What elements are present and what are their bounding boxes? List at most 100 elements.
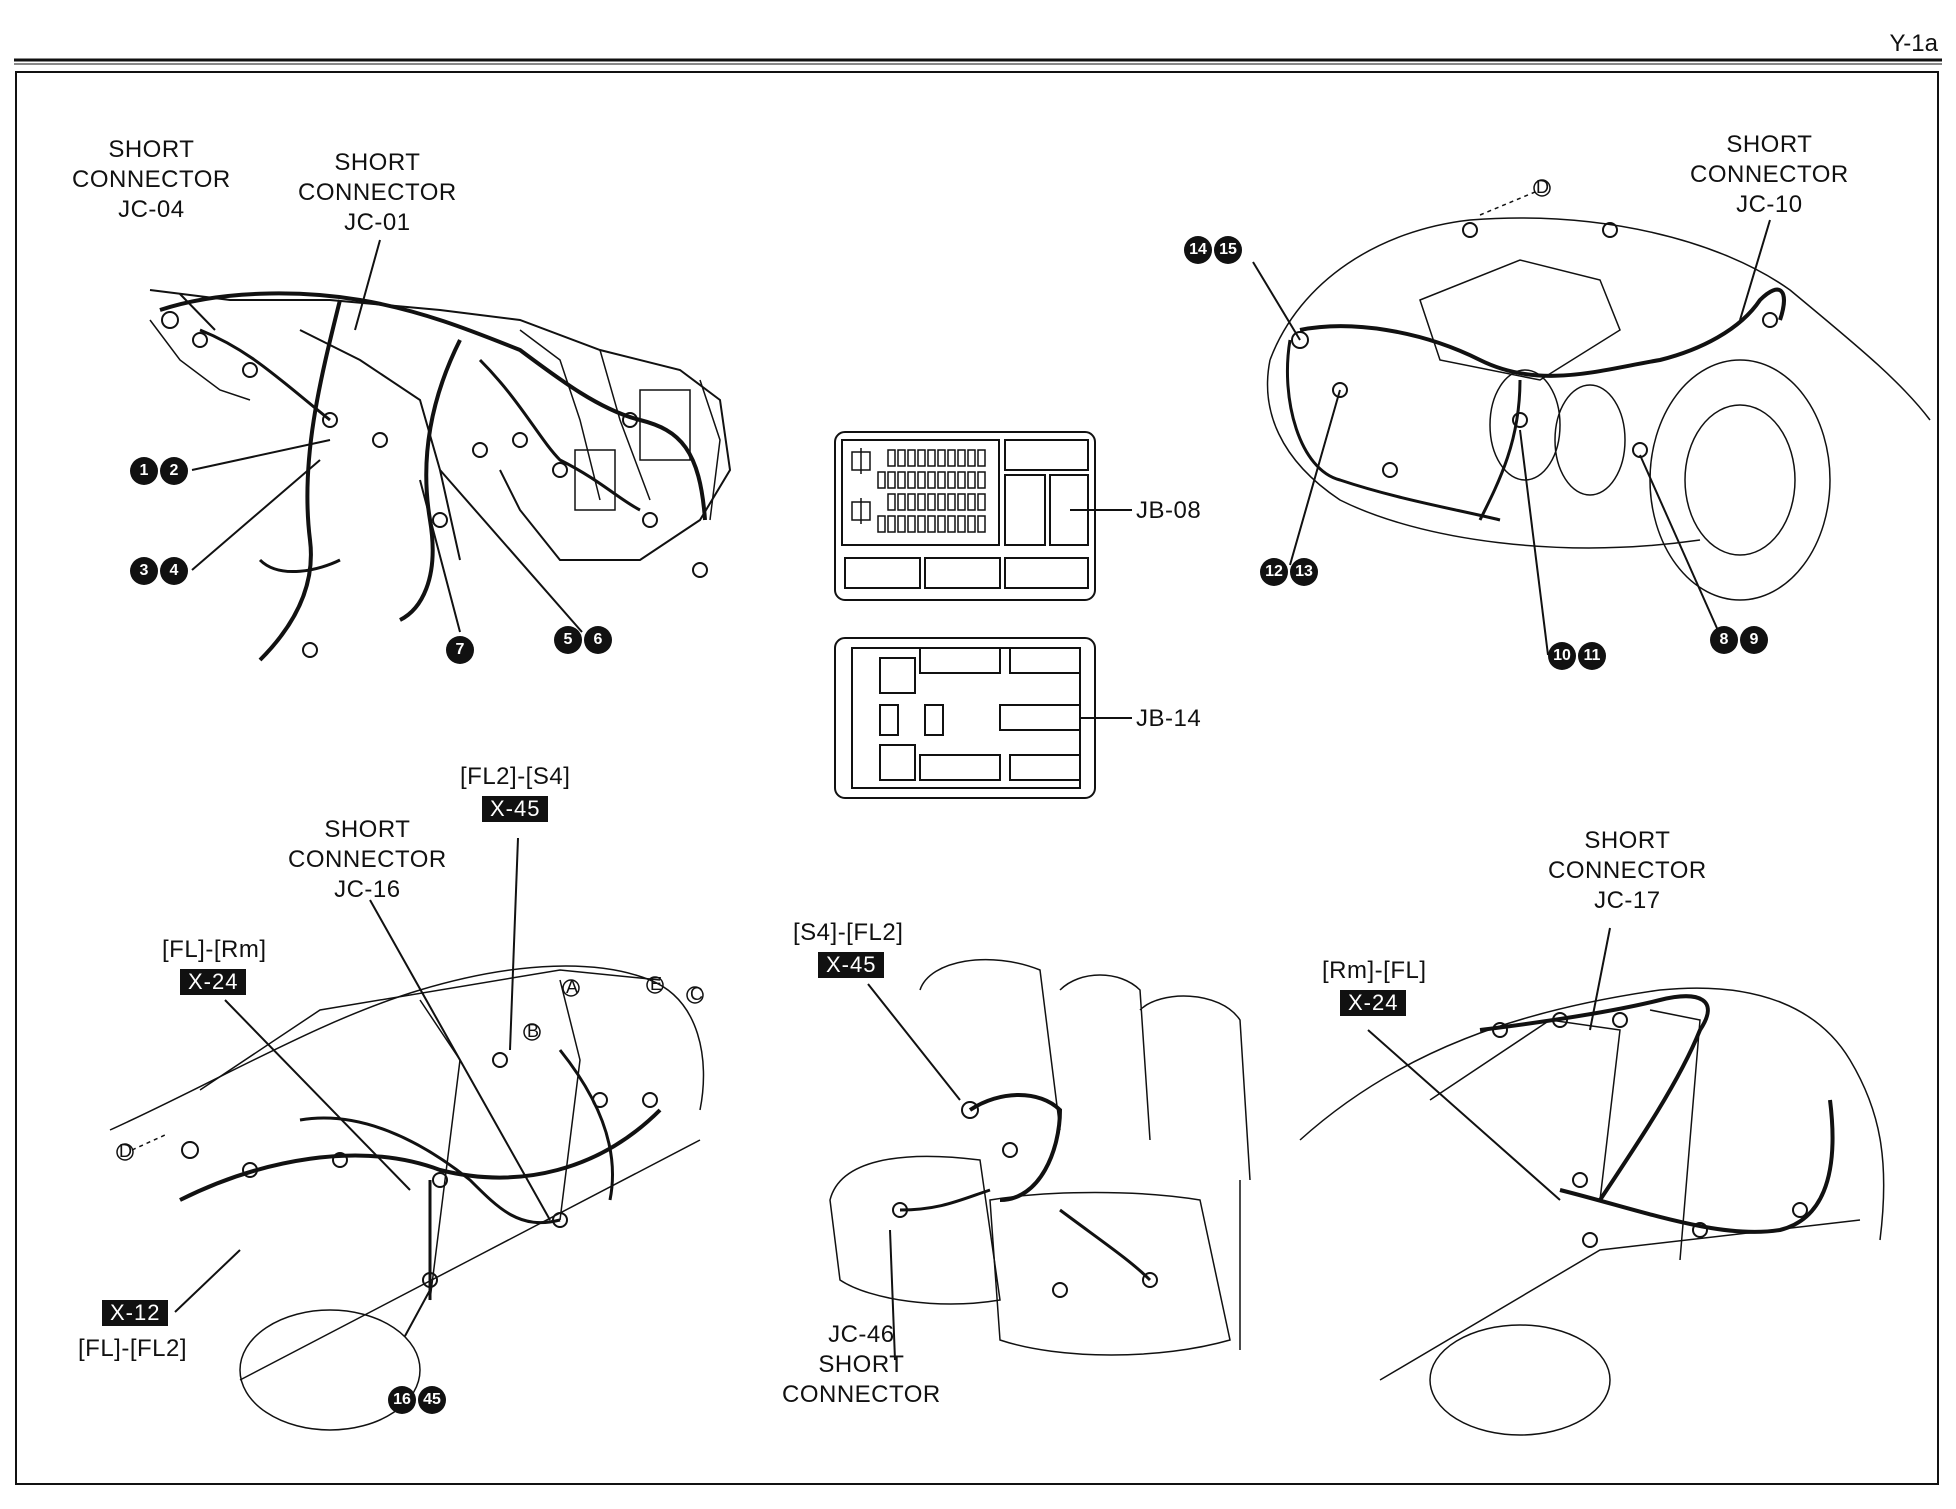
floor-harness-left-drawing bbox=[109, 837, 705, 1431]
fuse-slot bbox=[977, 449, 986, 467]
callout-dot: 7 bbox=[446, 636, 474, 664]
fuse-slot bbox=[887, 515, 896, 533]
fuse-slot bbox=[957, 449, 966, 467]
fuse-slot bbox=[897, 449, 906, 467]
fuse-slot bbox=[897, 493, 906, 511]
callout-dot: 14 bbox=[1184, 236, 1212, 264]
fuse-slot bbox=[887, 493, 896, 511]
tag-x45-center: X-45 bbox=[818, 952, 885, 978]
fuse-slot bbox=[967, 471, 976, 489]
fuse-slot bbox=[917, 449, 926, 467]
callout-dot: 12 bbox=[1260, 558, 1288, 586]
jb-08-drawing bbox=[834, 431, 1132, 601]
fuse-slot bbox=[967, 493, 976, 511]
fuse-slot bbox=[897, 471, 906, 489]
fuse-slot bbox=[947, 493, 956, 511]
engine-compartment-drawing bbox=[1252, 179, 1931, 656]
callout-dot: 13 bbox=[1290, 558, 1318, 586]
callout-dot: 11 bbox=[1578, 642, 1606, 670]
caption-x12: [FL]-[FL2] bbox=[78, 1335, 188, 1362]
fuse-slot bbox=[887, 449, 896, 467]
callout-3-4: 3 4 bbox=[130, 557, 188, 585]
fuse-slot bbox=[967, 449, 976, 467]
callout-dot: 45 bbox=[418, 1386, 446, 1414]
callout-dot: 8 bbox=[1710, 626, 1738, 654]
fuse-slot bbox=[947, 471, 956, 489]
roof-harness-drawing bbox=[1299, 927, 1885, 1436]
callout-dot: 2 bbox=[160, 457, 188, 485]
jb-14-drawing bbox=[834, 637, 1132, 799]
fuse-slot bbox=[887, 471, 896, 489]
fuse-slot bbox=[967, 515, 976, 533]
fuse-slot bbox=[927, 515, 936, 533]
caption-x24-right: [Rm]-[FL] bbox=[1322, 957, 1427, 984]
fuse-slot bbox=[937, 449, 946, 467]
callout-dot: 9 bbox=[1740, 626, 1768, 654]
callout-dot: 3 bbox=[130, 557, 158, 585]
fuse-slot bbox=[877, 471, 886, 489]
fuse-slot bbox=[927, 449, 936, 467]
callout-dot: 15 bbox=[1214, 236, 1242, 264]
fuse-slot bbox=[927, 493, 936, 511]
fuse-slot bbox=[917, 471, 926, 489]
fuse-slot bbox=[917, 515, 926, 533]
callout-12-13: 12 13 bbox=[1260, 558, 1318, 586]
fuse-slot bbox=[957, 471, 966, 489]
callout-5-6: 5 6 bbox=[554, 626, 612, 654]
frame-border bbox=[15, 71, 1939, 1485]
ref-b: B bbox=[527, 1021, 540, 1041]
ref-a: A bbox=[566, 977, 579, 997]
callout-dot: 16 bbox=[388, 1386, 416, 1414]
ref-e: E bbox=[650, 974, 663, 994]
ref-c: C bbox=[690, 984, 703, 1004]
fuse-slot bbox=[937, 471, 946, 489]
fuse-slot bbox=[907, 471, 916, 489]
fuse-slot bbox=[937, 493, 946, 511]
fuse-slot bbox=[917, 493, 926, 511]
ref-d-bottom: D bbox=[119, 1141, 132, 1161]
caption-x45-left: [FL2]-[S4] bbox=[460, 763, 571, 790]
ref-d-top: D bbox=[1536, 177, 1549, 197]
callout-14-15: 14 15 bbox=[1184, 236, 1242, 264]
fuse-slot bbox=[937, 515, 946, 533]
fuse-slot bbox=[957, 515, 966, 533]
fuse-slot bbox=[977, 515, 986, 533]
fuse-slot bbox=[907, 515, 916, 533]
fuse-slot bbox=[927, 471, 936, 489]
callout-10-11: 10 11 bbox=[1548, 642, 1606, 670]
fuse-slot bbox=[877, 515, 886, 533]
tag-x12: X-12 bbox=[102, 1300, 169, 1326]
callout-dot: 6 bbox=[584, 626, 612, 654]
fuse-slot bbox=[897, 515, 906, 533]
fuse-slot bbox=[947, 515, 956, 533]
fuse-slot bbox=[907, 449, 916, 467]
callout-dot: 1 bbox=[130, 457, 158, 485]
label-jb-14: JB-14 bbox=[1136, 705, 1202, 732]
tag-x24-right: X-24 bbox=[1340, 990, 1407, 1016]
callout-dot: 10 bbox=[1548, 642, 1576, 670]
callout-dot: 4 bbox=[160, 557, 188, 585]
caption-x45-center: [S4]-[FL2] bbox=[793, 919, 904, 946]
fuse-slot bbox=[907, 493, 916, 511]
callout-8-9: 8 9 bbox=[1710, 626, 1768, 654]
fuse-slot bbox=[977, 471, 986, 489]
page-id: Y-1a bbox=[1889, 30, 1939, 57]
callout-7: 7 bbox=[446, 636, 474, 664]
fuse-slot bbox=[977, 493, 986, 511]
instrument-panel-harness bbox=[149, 239, 732, 662]
rear-seat-drawing bbox=[829, 958, 1251, 1361]
label-jb-08: JB-08 bbox=[1136, 497, 1202, 524]
callout-16-45: 16 45 bbox=[388, 1386, 446, 1414]
tag-x24-left: X-24 bbox=[180, 969, 247, 995]
tag-x45-left: X-45 bbox=[482, 796, 549, 822]
fuse-slot bbox=[947, 449, 956, 467]
fuse-slot bbox=[957, 493, 966, 511]
